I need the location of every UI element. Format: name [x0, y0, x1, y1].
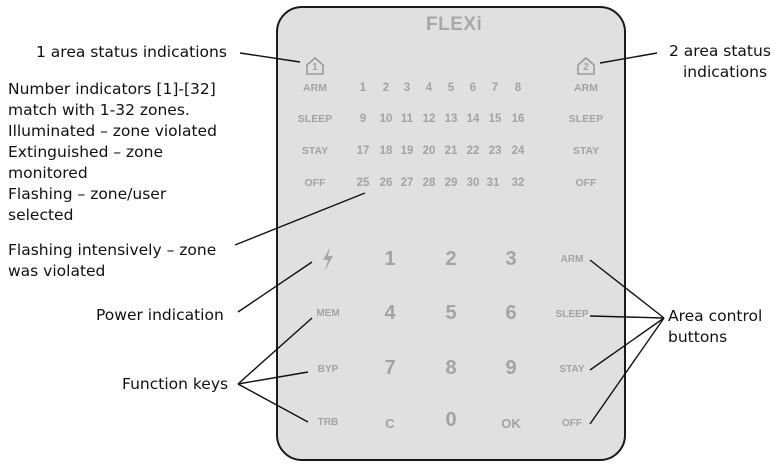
zones-callout-line: Number indicators [1]-[32] [8, 80, 216, 98]
area-1-status-sleep: SLEEP [297, 113, 333, 125]
key-3[interactable]: 3 [505, 248, 517, 270]
area-2-number: 2 [583, 62, 589, 73]
zone-indicator: 32 [511, 177, 525, 189]
zone-indicator: 17 [356, 145, 370, 157]
area-1-status-stay: STAY [301, 145, 329, 157]
key-1[interactable]: 1 [384, 248, 396, 270]
zones-callout-line: selected [8, 206, 74, 220]
zone-indicator: 16 [511, 113, 525, 125]
zone-indicator: 20 [422, 145, 436, 157]
zone-indicator: 9 [359, 113, 367, 125]
key-6[interactable]: 6 [505, 302, 517, 324]
key-2[interactable]: 2 [445, 248, 457, 270]
area-2-status-sleep: SLEEP [568, 113, 604, 125]
mem-key[interactable]: MEM [316, 308, 340, 319]
zone-indicator: 29 [444, 177, 458, 189]
key-0[interactable]: 0 [445, 409, 457, 431]
zone-indicator: 30 [466, 177, 480, 189]
zone-indicator: 21 [444, 145, 458, 157]
area-arm-button[interactable]: ARM [560, 254, 584, 265]
zone-indicator: 18 [379, 145, 393, 157]
key-c[interactable]: C [385, 416, 395, 431]
zones-callout-line: Illuminated – zone violated [8, 122, 217, 140]
key-9[interactable]: 9 [505, 357, 517, 379]
zones-callout-line: was violated [8, 262, 106, 280]
area-1-status-callout: 1 area status indications [36, 43, 227, 61]
area-control-callout-line1: Area control [668, 307, 763, 325]
zone-indicator: 14 [466, 113, 480, 125]
zone-indicator: 27 [400, 177, 414, 189]
zone-indicator: 25 [356, 177, 370, 189]
area-2-status-callout-line2: indications [683, 63, 768, 81]
zones-callout-line: Extinguished – zone [8, 143, 163, 161]
zone-indicator: 24 [511, 145, 525, 157]
brand-logo: FLEXi [426, 14, 483, 35]
zones-callout-line: match with 1-32 zones. [8, 101, 190, 119]
zone-indicator: 6 [469, 82, 477, 94]
zone-indicator: 5 [447, 82, 455, 94]
zones-callout-line: Flashing – zone/user [8, 185, 167, 203]
power-indication-callout: Power indication [96, 306, 224, 324]
zone-indicator: 28 [422, 177, 436, 189]
area-2-status-off: OFF [575, 177, 597, 189]
byp-key[interactable]: BYP [317, 364, 339, 375]
trb-key[interactable]: TRB [317, 417, 339, 428]
zone-indicator: 23 [488, 145, 502, 157]
zone-indicator: 1 [359, 82, 367, 94]
zones-callout-line: monitored [8, 164, 88, 182]
zone-indicator: 7 [491, 82, 499, 94]
area-1-number: 1 [312, 62, 318, 73]
zone-indicator: 3 [403, 82, 411, 94]
zone-indicator: 19 [400, 145, 414, 157]
area-1-status-arm: ARM [303, 82, 327, 94]
lightning-icon [320, 246, 336, 276]
area-off-button[interactable]: OFF [562, 418, 582, 429]
key-4[interactable]: 4 [384, 302, 396, 324]
zone-indicator: 22 [466, 145, 480, 157]
zone-indicator: 26 [379, 177, 393, 189]
zones-callout-line: Flashing intensively – zone [8, 241, 217, 259]
area-1-home-icon [305, 56, 325, 80]
zone-indicator: 11 [400, 113, 414, 125]
zone-indicator: 15 [488, 113, 502, 125]
zone-indicator: 8 [514, 82, 522, 94]
area-sleep-button[interactable]: SLEEP [555, 309, 589, 320]
zone-indicator: 10 [379, 113, 393, 125]
area-2-status-stay: STAY [572, 145, 600, 157]
area-1-status-off: OFF [304, 177, 326, 189]
area-2-status-callout-line1: 2 area status [669, 42, 771, 60]
area-2-home-icon [576, 56, 596, 80]
area-control-callout-line2: buttons [668, 328, 728, 346]
key-5[interactable]: 5 [445, 302, 457, 324]
function-keys-callout: Function keys [122, 375, 229, 393]
zone-indicator: 12 [422, 113, 436, 125]
area-stay-button[interactable]: STAY [559, 364, 585, 375]
key-7[interactable]: 7 [384, 357, 396, 379]
zone-indicator: 2 [382, 82, 390, 94]
keypad-panel [276, 6, 626, 461]
zone-indicator: 13 [444, 113, 458, 125]
key-8[interactable]: 8 [445, 357, 457, 379]
key-ok[interactable]: OK [501, 416, 521, 431]
area-2-status-arm: ARM [574, 82, 598, 94]
zone-indicator: 4 [425, 82, 433, 94]
zone-indicator: 31 [486, 177, 500, 189]
